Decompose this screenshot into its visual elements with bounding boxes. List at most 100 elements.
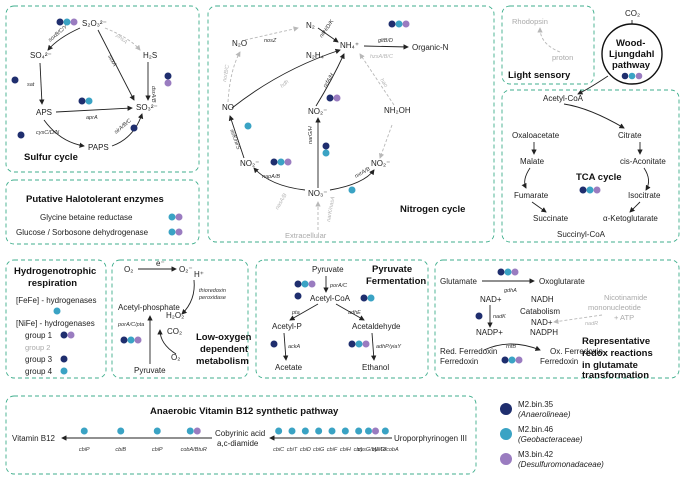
- redox-panel: [434, 259, 680, 379]
- dot-m235: [164, 72, 172, 80]
- dot-m235: [78, 97, 86, 105]
- halotolerant-e1: Glycine betaine reductase: [40, 213, 133, 222]
- aps-to-paps-arrow: [43, 119, 85, 148]
- s2o3-label: S₂O₃²⁻: [82, 19, 107, 28]
- b12-gene-label: cbiD: [300, 447, 311, 453]
- gene-narkmc: narK/nasA: [326, 196, 336, 223]
- ferredoxin-arrow: [483, 343, 541, 351]
- b12-uro: Uroporphyrinogen III: [394, 434, 467, 443]
- b12-gene-label: cobA/BtuR: [181, 447, 207, 453]
- h2s-label: H₂S: [143, 51, 157, 60]
- b12-gene-dot: [275, 427, 283, 435]
- b12-gene-label: cbiG: [313, 447, 325, 453]
- redox-nad: NAD+: [480, 295, 502, 304]
- gene-hzs: hzsA/B/C: [370, 54, 393, 60]
- no2-to-no-arrow: [228, 115, 245, 159]
- dot-m235: [322, 142, 330, 150]
- redox-glutamate: Glutamate: [440, 277, 477, 286]
- dot-m246: [348, 186, 356, 194]
- gene-glnbd: gltB/D: [378, 38, 393, 44]
- b12-gene-dot: [117, 427, 125, 435]
- sulfur-title: Sulfur cycle: [24, 152, 78, 163]
- dot-m235: [501, 356, 509, 364]
- proton-arrow: [537, 27, 561, 53]
- dot-m235: [56, 18, 64, 26]
- pyr-title-2: Fermentation: [366, 276, 426, 287]
- no2-to-nh4-arrow: [315, 53, 345, 107]
- redox-nadph: NADPH: [530, 328, 558, 337]
- legend-dot-m235: [500, 403, 512, 415]
- pyr-ethanol: Ethanol: [362, 363, 389, 372]
- acoa-to-acetylp-arrow: [289, 303, 319, 321]
- dot-m246: [244, 122, 252, 130]
- b12-gene-dot: [186, 427, 194, 435]
- gene-phsa: phsA: [114, 32, 128, 46]
- dot-m342: [284, 158, 292, 166]
- gene-norbc: norB/C: [222, 64, 231, 82]
- b12-gene-dot: [365, 427, 372, 435]
- redox-catabolism: Catabolism: [520, 307, 560, 316]
- paps-to-so3-arrow: [111, 113, 144, 147]
- b12-gene-dot: [355, 427, 363, 435]
- no2b-label: NO₂⁻: [240, 159, 259, 168]
- dot-m235: [326, 94, 334, 102]
- succinate-arrow: [531, 201, 547, 213]
- dot-m246: [301, 280, 309, 288]
- lowox-title-1: Low-oxygen: [196, 332, 252, 343]
- dot-m246: [168, 213, 176, 221]
- redox-red-2: Ferredoxin: [440, 357, 478, 366]
- b12-gene-label: cysG/MET8: [358, 447, 388, 453]
- redox-nadpp: NADP+: [476, 328, 503, 337]
- no3-label: NO₃⁻: [308, 189, 327, 198]
- gene-nrfah: nrfA/H: [323, 72, 336, 89]
- tca-akg: α-Ketoglutarate: [603, 214, 658, 223]
- gene-rnfb: rnfB: [506, 344, 516, 350]
- nitrogen-cycle-panel: [207, 5, 495, 243]
- nh2oh-label: NH₂OH: [384, 106, 411, 115]
- tca-citrate: Citrate: [618, 131, 642, 140]
- legend-dot-m342: [500, 453, 512, 465]
- dot-m246: [367, 294, 375, 302]
- extracellular-label: Extracellular: [285, 231, 327, 240]
- aps-label: APS: [36, 108, 52, 117]
- tca-fumarate: Fumarate: [514, 191, 549, 200]
- n2o-to-n2-arrow: [244, 26, 299, 41]
- pyruvate-panel: [255, 259, 429, 379]
- b12-gene-label: cbiC: [273, 447, 284, 453]
- acetyl-citrate-arrow: [563, 103, 625, 129]
- redox-title-3: in glutamate: [582, 360, 638, 371]
- dot-m235: [294, 292, 302, 300]
- dot-m246: [508, 356, 516, 364]
- halotolerant-title: Putative Halotolerant enzymes: [26, 194, 164, 205]
- rhodopsin-label: Rhodopsin: [512, 17, 548, 26]
- gene-adhe: adhE: [348, 310, 361, 316]
- gene-hdh: hdh: [279, 79, 290, 90]
- gene-gdha: gdhA: [504, 288, 517, 294]
- redox-nicotin-3: + ATP: [614, 313, 634, 322]
- dot-m235: [60, 355, 68, 363]
- n2h4-label: N₂H₄: [306, 51, 324, 60]
- b12-panel: [5, 395, 477, 475]
- no2c-to-no3-arrow: [329, 169, 375, 191]
- dot-m246: [504, 268, 512, 276]
- s2o3-to-so4-arrow: [47, 27, 81, 51]
- gene-pta: pta: [291, 310, 300, 316]
- nh4-to-organic-arrow: [363, 44, 409, 50]
- gene-nasab: nasA/B: [275, 192, 289, 211]
- wl-title-3: pathway: [612, 60, 651, 71]
- light-sensory-panel: [501, 5, 595, 85]
- dot-m235: [120, 336, 128, 344]
- no-label: NO: [222, 103, 234, 112]
- b12-gene-label: cbiL: [354, 447, 364, 453]
- dot-m342: [402, 20, 410, 28]
- tca-succoa: Succinyl-CoA: [557, 230, 606, 239]
- dot-m342: [308, 280, 316, 288]
- tca-panel: [501, 89, 680, 243]
- hydro-g1: group 1: [25, 331, 53, 340]
- b12-vitb12: Vitamin B12: [12, 434, 56, 443]
- dot-m246: [586, 186, 594, 194]
- b12-gene-dot: [341, 427, 349, 435]
- b12-cobyrinic-2: a,c-diamide: [217, 439, 259, 448]
- b12-gene-label: cbiP: [79, 447, 90, 453]
